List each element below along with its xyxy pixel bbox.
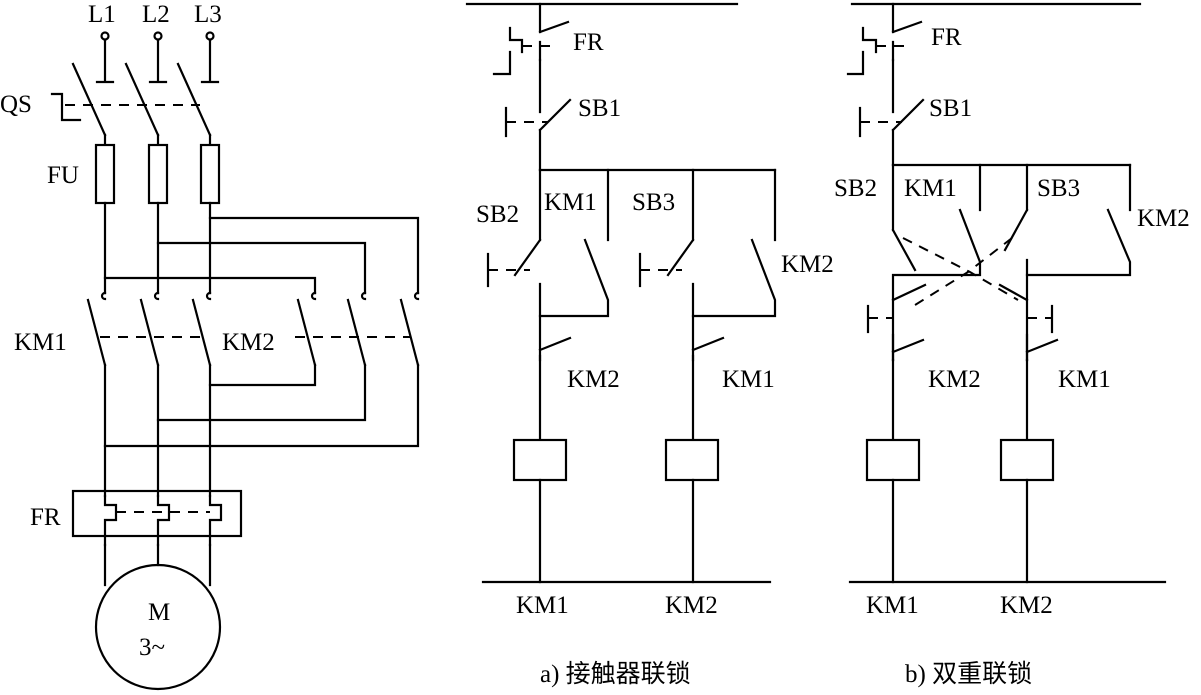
fr-thermal-relay	[71, 489, 243, 587]
fu-fuses	[94, 133, 221, 295]
qs-label: QS	[0, 91, 32, 118]
reversing-supply-wires	[100, 216, 420, 301]
phase-terminals	[95, 31, 220, 84]
a-km2-nc-label: KM2	[567, 366, 620, 393]
b-coil2-label: KM2	[1000, 592, 1053, 619]
phase-label-l1: L1	[88, 1, 116, 28]
b-caption: b) 双重联锁	[905, 660, 1032, 688]
b-sb1-label: SB1	[929, 95, 972, 122]
km2-main-contacts	[103, 298, 420, 448]
control-circuit-a: FR SB1 SB2 KM1 SB3 KM2 KM2 KM1 KM1 KM2 a…	[465, 2, 834, 688]
a-km2-hold-label: KM2	[781, 251, 834, 278]
motor-phase-label: 3~	[139, 634, 165, 661]
phase-label-l2: L2	[142, 1, 170, 28]
b-km1-nc-label: KM1	[1058, 366, 1111, 393]
a-fr-label: FR	[573, 29, 604, 56]
a-km1-nc-label: KM1	[722, 366, 775, 393]
b-km2-nc-label: KM2	[928, 366, 981, 393]
qs-isolating-switch	[50, 62, 212, 137]
a-coil2-label: KM2	[665, 592, 718, 619]
b-sb2-label: SB2	[834, 175, 877, 202]
km1-main-contacts	[86, 298, 212, 498]
control-circuit-b: FR SB1 SB2 KM1 SB3 KM2 KM2 KM1 KM1 KM2 b…	[834, 2, 1190, 688]
fr-power-label: FR	[30, 504, 61, 531]
km1-power-label: KM1	[14, 329, 67, 356]
a-sb1-label: SB1	[578, 95, 621, 122]
a-sb3-label: SB3	[632, 189, 675, 216]
phase-label-l3: L3	[194, 1, 222, 28]
b-fr-label: FR	[931, 24, 962, 51]
motor-label: M	[148, 599, 170, 626]
b-coil1-label: KM1	[866, 592, 919, 619]
b-km2-hold-label: KM2	[1137, 205, 1190, 232]
b-sb3-label: SB3	[1037, 175, 1080, 202]
b-km1-hold-label: KM1	[904, 175, 957, 202]
fu-label: FU	[47, 162, 79, 189]
km2-power-label: KM2	[222, 329, 275, 356]
a-caption: a) 接触器联锁	[540, 660, 691, 688]
a-sb2-label: SB2	[476, 201, 519, 228]
a-coil1-label: KM1	[516, 592, 569, 619]
a-km1-hold-label: KM1	[544, 189, 597, 216]
power-circuit: L1 L2 L3 QS FU KM1 KM2 FR M 3~	[0, 1, 420, 691]
motor	[94, 563, 222, 691]
